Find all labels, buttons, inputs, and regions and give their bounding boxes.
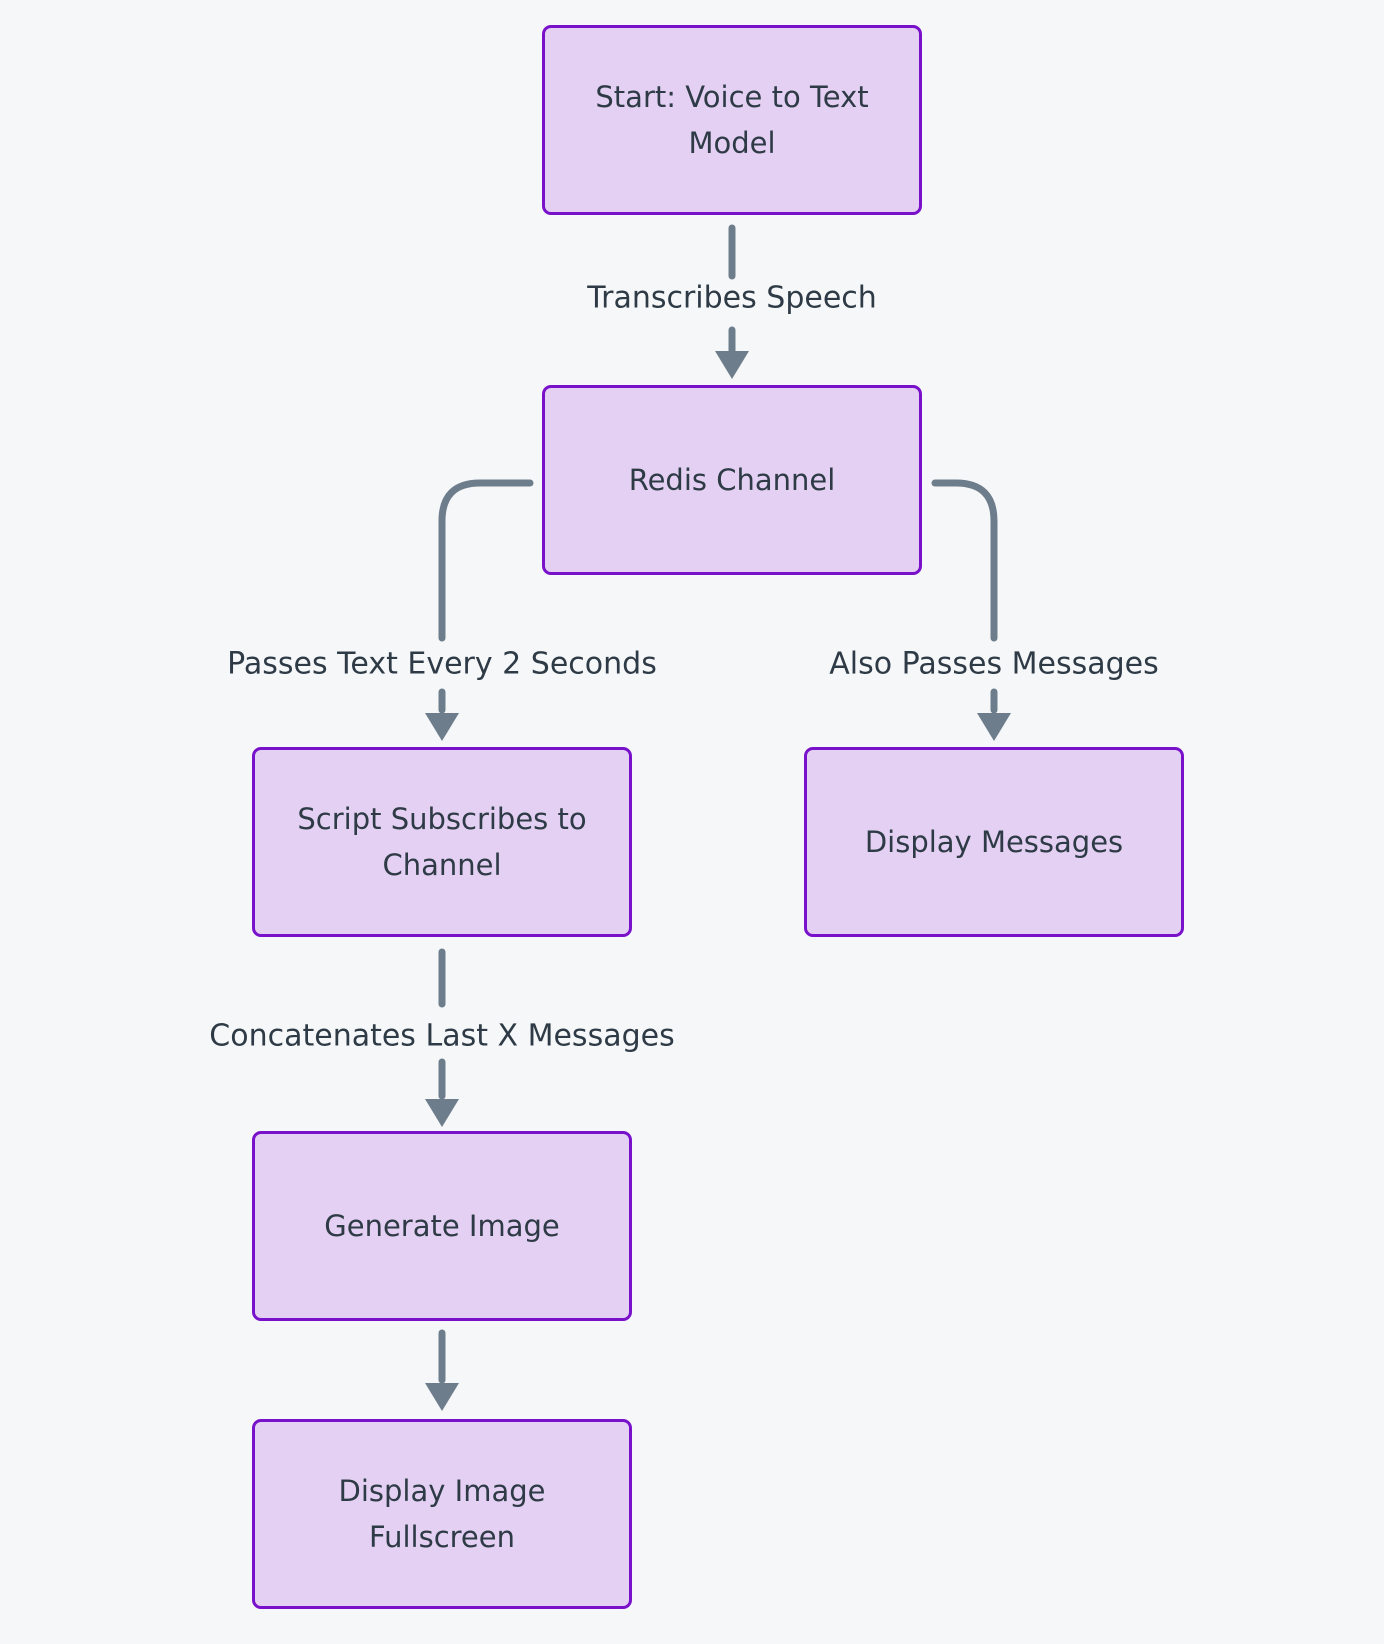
edge-redis-display-line-top [931,479,998,642]
node-generate-image: Generate Image [252,1131,632,1321]
edge-label-concatenates-messages: Concatenates Last X Messages [203,1018,681,1054]
arrowhead-generate-fullscreen-icon [425,1383,459,1411]
node-display-messages: Display Messages [804,747,1184,937]
edge-label-passes-text: Passes Text Every 2 Seconds [221,646,663,682]
node-display-image-fullscreen: Display Image Fullscreen [252,1419,632,1609]
arrowhead-script-generate-icon [425,1099,459,1127]
arrowheads-group [425,351,1011,1411]
arrowhead-start-redis-icon [715,351,749,379]
node-script-subscribes: Script Subscribes to Channel [252,747,632,937]
node-display-messages-label: Display Messages [864,824,1124,859]
edge-label-also-passes-messages: Also Passes Messages [823,646,1165,682]
edge-label-transcribes-speech: Transcribes Speech [581,280,883,316]
node-start-voice-to-text: Start: Voice to Text Model [542,25,922,215]
edge-lines-group [438,224,998,1384]
node-script-label: Script Subscribes to Channel [297,801,587,882]
node-display-image-fullscreen-label: Display Image Fullscreen [338,1473,546,1554]
edge-redis-script-line-top [438,479,534,642]
node-redis-channel: Redis Channel [542,385,922,575]
arrowhead-redis-script-icon [425,713,459,741]
node-generate-image-label: Generate Image [324,1208,560,1243]
arrowhead-redis-display-icon [977,713,1011,741]
node-redis-label: Redis Channel [628,462,836,497]
node-start-label: Start: Voice to Text Model [595,79,869,160]
